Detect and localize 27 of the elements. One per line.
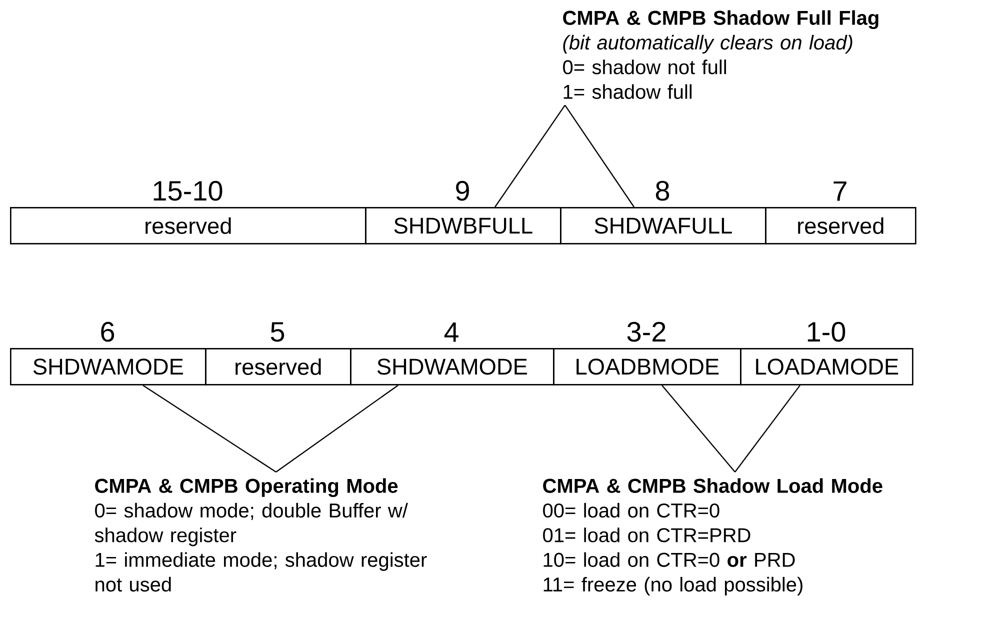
- bit-number: 15-10: [154, 180, 222, 201]
- bit-number: 7: [834, 181, 846, 201]
- register-cell: SHDWBFULL: [365, 207, 562, 244]
- bit-number: 6: [101, 322, 114, 342]
- register-cell: reserved: [205, 348, 352, 386]
- bit-number: 5: [270, 322, 284, 342]
- register-cell: SHDWAFULL: [560, 207, 766, 244]
- connector-line: [494, 104, 566, 208]
- bit-number: 8: [656, 180, 670, 201]
- register-cell: LOADAMODE: [740, 348, 914, 386]
- register-cell: reserved: [10, 207, 366, 244]
- bit-number: 9: [456, 180, 469, 201]
- connector-line: [734, 384, 800, 472]
- register-cell: LOADBMODE: [553, 348, 742, 386]
- bit-number: 3-2: [627, 322, 666, 342]
- register-cell: SHDWAMODE: [350, 348, 554, 386]
- description-text: CMPA & CMPB Operating Mode 0= shadow mode; double Buffer w/ shadow register 1= immediate mode; shadow register not used: [94, 478, 427, 592]
- description-text: CMPA & CMPB Shadow Load Mode 00= load on CTR=0 01= load on CTR=PRD 10= load on CTR=0 or PRD 11= freeze (no load possible): [543, 478, 882, 596]
- description-text: CMPA & CMPB Shadow Full Flag (bit automatically clears on load) 0= shadow not full 1= shadow full: [563, 10, 878, 99]
- connector-line: [142, 384, 276, 472]
- bit-number: 4: [444, 322, 458, 342]
- connector-line: [662, 384, 736, 472]
- connector-line: [276, 384, 398, 472]
- bit-number: 1-0: [808, 322, 846, 342]
- register-cell: SHDWAMODE: [10, 348, 206, 386]
- connector-line: [564, 104, 634, 208]
- register-cell: reserved: [765, 207, 916, 244]
